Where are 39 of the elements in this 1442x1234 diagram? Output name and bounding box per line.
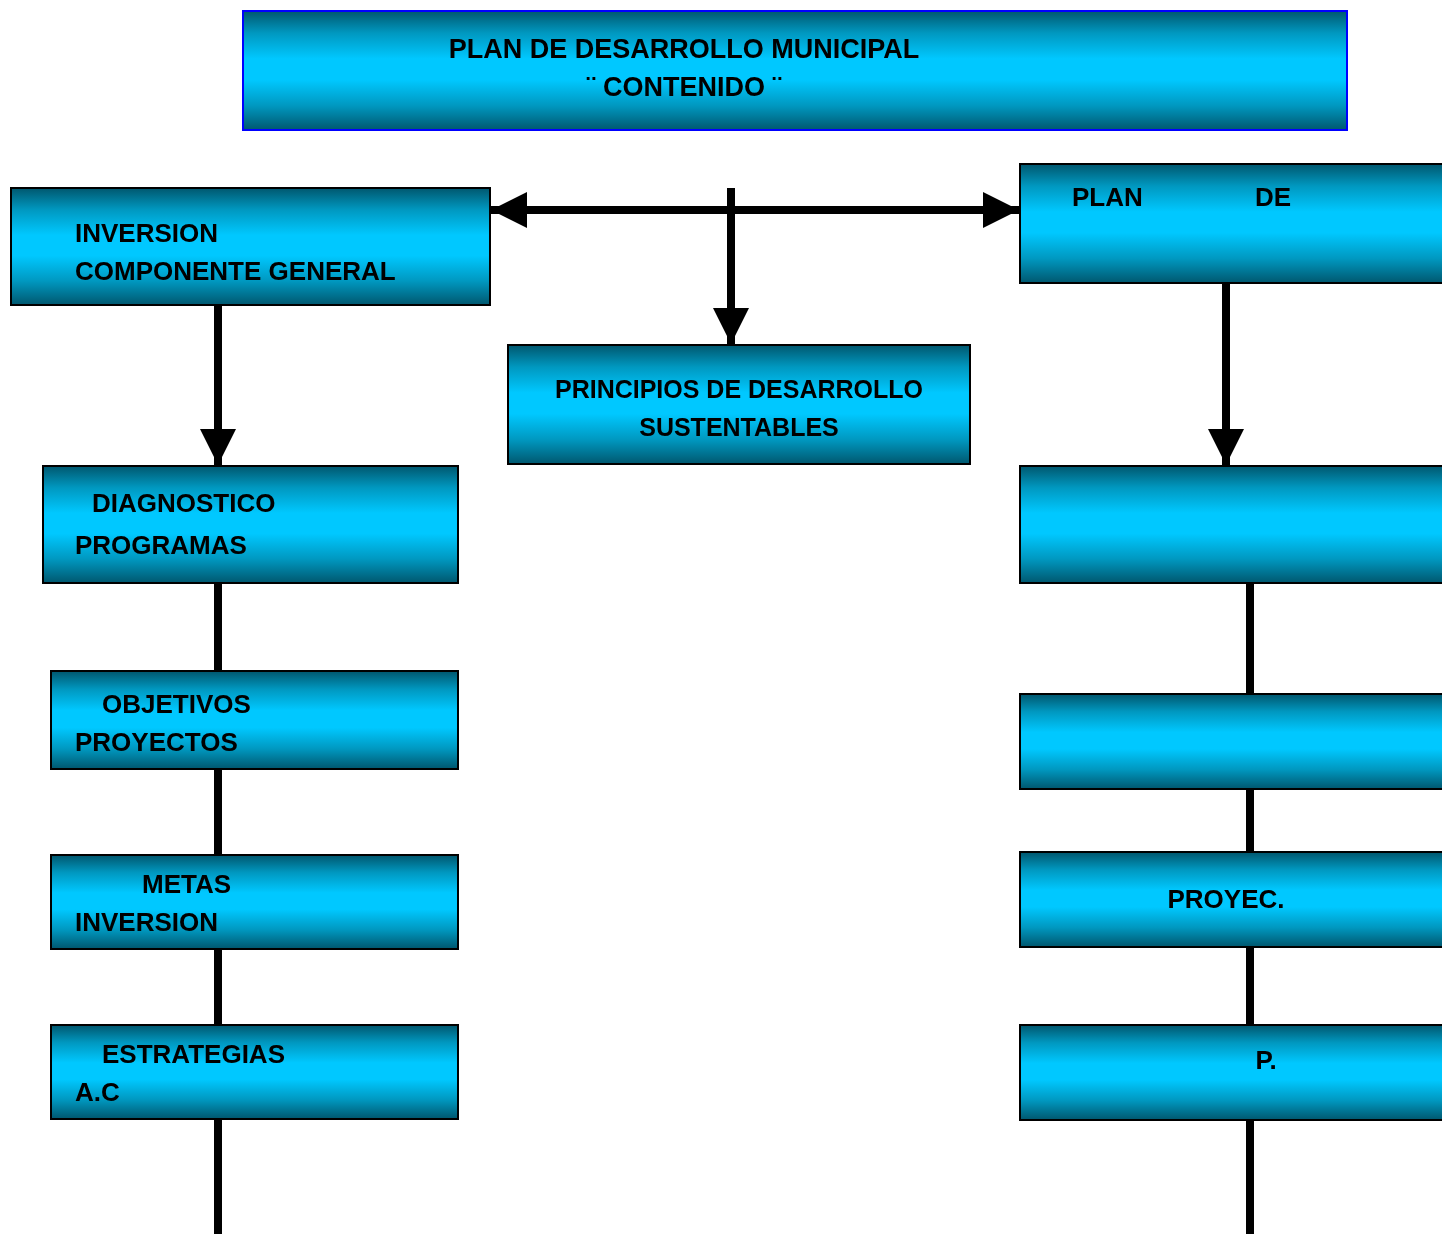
connector-line [214, 950, 222, 1024]
connector-line [1246, 948, 1254, 1024]
box-label: OBJETIVOS [102, 688, 251, 720]
process-box [1019, 163, 1442, 284]
box-label: INVERSION [75, 217, 219, 249]
title-text: PLAN DE DESARROLLO MUNICIPAL ¨ CONTENIDO ¨ [447, 33, 921, 104]
box-label: DE [1255, 181, 1292, 213]
arrow [200, 306, 236, 465]
box-label: INVERSION [75, 906, 219, 938]
connector-line [1246, 1121, 1254, 1234]
process-box [50, 854, 459, 950]
process-box [10, 187, 491, 306]
box-label: ESTRATEGIAS [102, 1038, 285, 1070]
process-box [42, 465, 459, 584]
process-box [50, 1024, 459, 1120]
box-label: PROGRAMAS [75, 529, 247, 561]
process-box [50, 670, 459, 770]
box-label: PROYECTOS [75, 726, 238, 758]
connector-line [214, 770, 222, 854]
process-box [1019, 851, 1442, 948]
box-label: METAS [142, 868, 232, 900]
process-box [1019, 693, 1442, 790]
arrow [1208, 284, 1244, 465]
connector-line [1246, 790, 1254, 851]
arrow [491, 192, 1019, 228]
box-label: A.C [75, 1076, 120, 1108]
connector-line [214, 584, 222, 670]
box-label: DIAGNOSTICO [92, 487, 276, 519]
title-box [242, 10, 1348, 131]
process-box [507, 344, 971, 465]
box-label: PLAN [1072, 181, 1143, 213]
process-box [1019, 465, 1442, 584]
box-label: COMPONENTE GENERAL [75, 255, 396, 287]
process-box [1019, 1024, 1442, 1121]
connector-line [1246, 584, 1254, 693]
box-label: PRINCIPIOS DE DESARROLLO SUSTENTABLES [553, 374, 925, 443]
connector-line [214, 1120, 222, 1234]
box-label: PROYEC. [1166, 883, 1286, 915]
box-label: P. [1254, 1044, 1278, 1076]
